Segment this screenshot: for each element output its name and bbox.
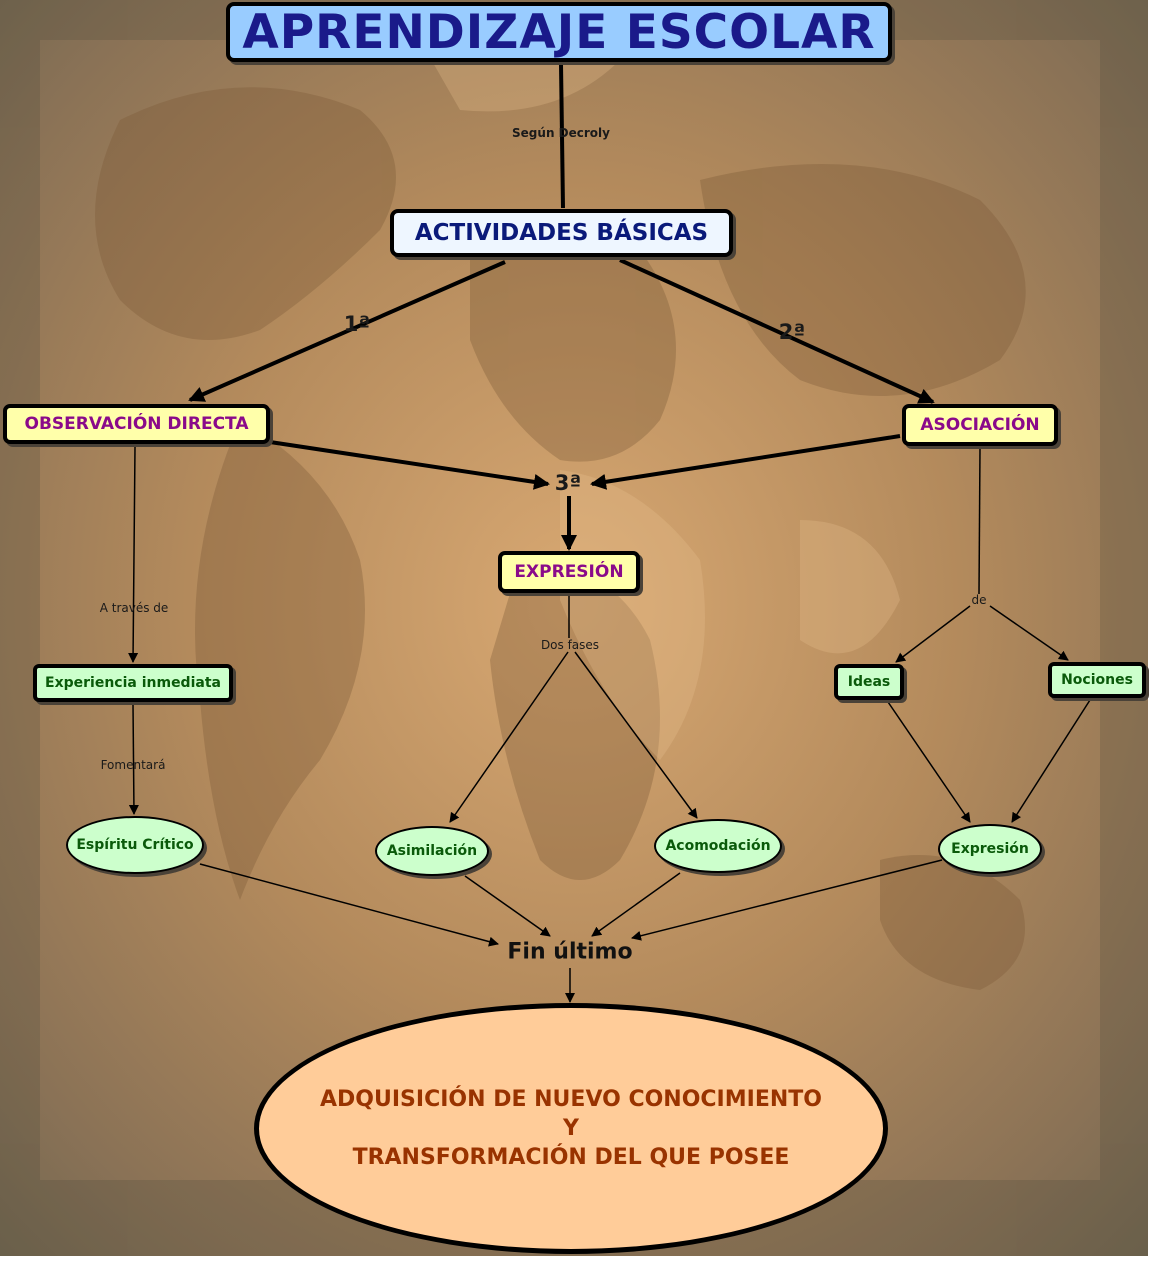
link-fomentara: Fomentará xyxy=(100,758,166,772)
concept-espiritu-critico: Espíritu Crítico xyxy=(66,816,204,874)
concept-acomodacion: Acomodación xyxy=(654,819,782,873)
link-primera: 1ª xyxy=(343,312,371,336)
arrow-ideas-expr xyxy=(887,701,971,823)
concept-title: APRENDIZAJE ESCOLAR xyxy=(226,2,892,62)
final-line-1: ADQUISICIÓN DE NUEVO CONOCIMIENTO xyxy=(320,1087,822,1112)
concept-nociones: Nociones xyxy=(1048,662,1146,698)
arrow-expr-fin xyxy=(631,859,943,941)
link-fin-ultimo: Fin último xyxy=(507,939,633,965)
concept-expresion-final: Expresión xyxy=(938,824,1042,874)
arrow-basic-observacion xyxy=(188,260,506,402)
line-asoc-de xyxy=(978,447,981,595)
arrow-basic-asociacion xyxy=(619,258,935,404)
final-line-2: Y xyxy=(563,1116,579,1141)
arrow-acom-fin xyxy=(591,872,681,937)
arrow-obs-experiencia xyxy=(128,446,139,663)
arrow-asociacion-3 xyxy=(590,434,901,490)
arrow-espiritu-fin xyxy=(199,863,499,947)
concept-experiencia-inmediata: Experiencia inmediata xyxy=(33,664,233,702)
concept-expresion: EXPRESIÓN xyxy=(498,551,640,593)
concept-ideas: Ideas xyxy=(834,664,904,700)
concept-actividades-basicas: ACTIVIDADES BÁSICAS xyxy=(390,209,733,257)
link-de: de xyxy=(971,593,987,607)
arrow-nociones-expr xyxy=(1011,699,1091,823)
concept-asociacion: ASOCIACIÓN xyxy=(902,404,1058,446)
line-title-basic xyxy=(559,63,565,209)
arrow-observacion-3 xyxy=(269,440,550,490)
concept-adquisicion: ADQUISICIÓN DE NUEVO CONOCIMIENTO Y TRAN… xyxy=(254,1003,888,1254)
arrow-fases-acom xyxy=(574,651,698,819)
arrow-asim-fin xyxy=(464,875,551,937)
concept-observacion-directa: OBSERVACIÓN DIRECTA xyxy=(3,404,270,444)
arrow-de-ideas xyxy=(895,605,971,663)
link-tercera: 3ª xyxy=(554,471,582,495)
link-a-traves-de: A través de xyxy=(99,601,169,615)
arrow-de-nociones xyxy=(989,605,1069,661)
link-segun-decroly: Según Decroly xyxy=(512,126,610,140)
link-dos-fases: Dos fases xyxy=(540,638,600,652)
final-line-3: TRANSFORMACIÓN DEL QUE POSEE xyxy=(352,1145,790,1170)
concept-asimilacion: Asimilación xyxy=(375,826,489,876)
arrow-fases-asim xyxy=(449,651,569,823)
arrow-exp-espiritu xyxy=(128,703,139,815)
link-segunda: 2ª xyxy=(778,320,806,344)
